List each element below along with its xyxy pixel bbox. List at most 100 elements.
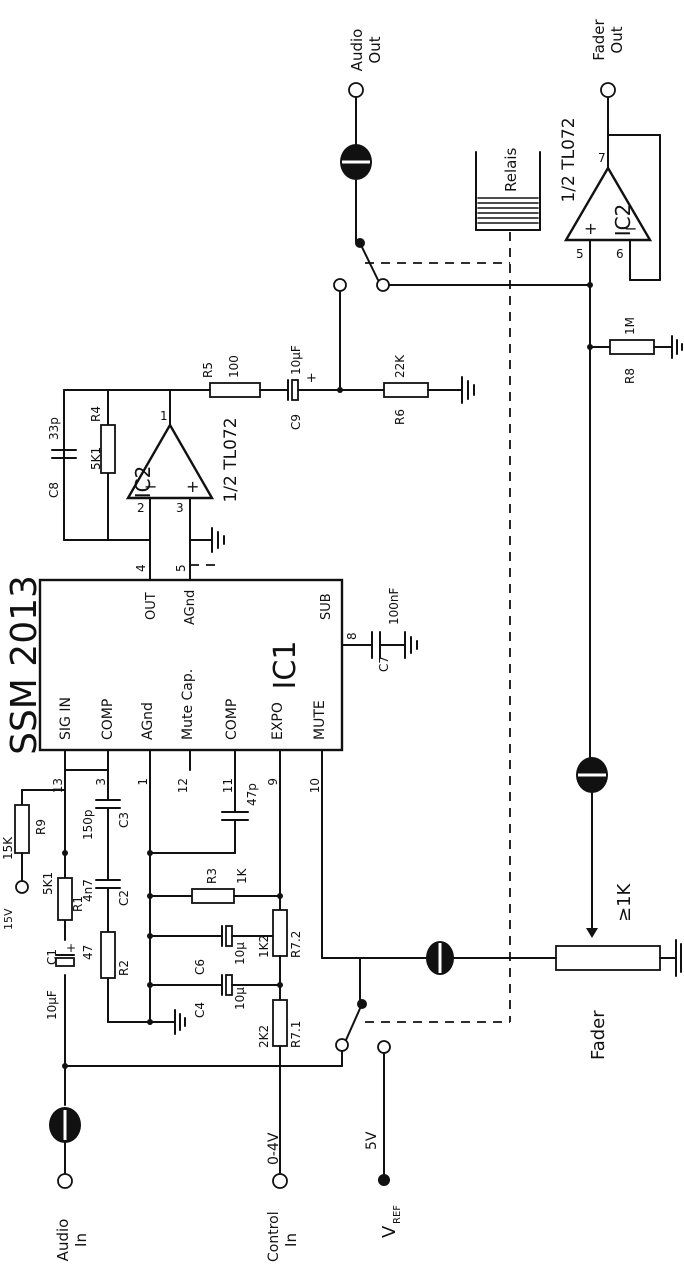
relay-switch-bottom: 5V V REF [67, 999, 403, 1238]
opamp-audio-pin-out: 1 [160, 409, 168, 423]
switch-contact-fader [376, 278, 390, 292]
c8-value: 33p [47, 417, 61, 440]
pin-label-agnd-right: AGnd [183, 590, 198, 625]
pin-label-out: OUT [144, 592, 159, 620]
r5-resistor [209, 382, 261, 398]
r8-ref: R8 [623, 368, 637, 384]
c4-ref: C4 [193, 1002, 207, 1018]
pin-num-4: 4 [134, 564, 148, 572]
vref-terminal[interactable] [378, 1174, 390, 1186]
c8-ref: C8 [47, 482, 61, 498]
opamp-fader: IC2 1/2 TL072 + − 7 5 6 Fader Out R8 1M [559, 18, 683, 761]
audio-out-label-2: Out [366, 36, 384, 63]
r71-resistor [272, 999, 288, 1047]
supply-15v-label: 15V [2, 908, 15, 930]
pin-label-agnd-left: AGnd [140, 702, 156, 740]
c7-ref: C7 [377, 656, 391, 672]
ic1-part-title: SSM 2013 [4, 575, 45, 755]
fader-potentiometer[interactable] [555, 945, 661, 971]
ic1-ref-label: IC1 [268, 641, 303, 690]
fader-out-terminal[interactable] [600, 82, 616, 98]
c2-ref: C2 [117, 890, 131, 906]
pin-label-sub: SUB [319, 593, 334, 620]
control-in-terminal[interactable] [272, 1173, 288, 1189]
input-network: Audio In + C1 10µF 15V R9 15K R1 5K1 C3 … [1, 769, 361, 1262]
opamp-audio-minus: − [144, 477, 157, 496]
c9-plus: + [306, 371, 317, 386]
pin-num-10: 10 [308, 778, 322, 793]
opamp-audio-pin-minus: 2 [137, 501, 145, 515]
opamp-fader-plus: + [584, 219, 597, 238]
r4-resistor [100, 424, 116, 474]
c3-ref: C3 [117, 812, 131, 828]
opamp-fader-pin-minus: 6 [616, 247, 624, 261]
vref-value: 5V [364, 1131, 380, 1150]
audio-in-label-2: In [72, 1233, 90, 1247]
c7-capacitor: C7 100nF [371, 587, 418, 672]
r9-ref: R9 [34, 819, 48, 835]
c1-value: 10µF [45, 990, 59, 1020]
r3-ref: R3 [205, 868, 219, 884]
audio-in-terminal[interactable] [57, 1173, 73, 1189]
relay-switch-top: Audio Out [340, 29, 591, 292]
audio-out-terminal[interactable] [348, 82, 364, 98]
r3-resistor [191, 888, 235, 904]
fader-value: ≥1K [614, 882, 635, 922]
c4-value: 10µ [233, 987, 247, 1010]
c5-value: 47p [245, 783, 259, 806]
opamp-audio: IC2 1/2 TL072 − + 1 2 3 [125, 389, 241, 566]
r2-value: 47 [81, 945, 95, 960]
opamp-fader-part: 1/2 TL072 [559, 117, 579, 202]
pin-num-12: 12 [176, 778, 190, 793]
fader-ref: Fader [588, 1010, 609, 1060]
c1-ref: C1 [45, 949, 59, 965]
pin-label-sig-in: SIG IN [58, 697, 74, 740]
opamp-audio-pin-plus: 3 [176, 501, 184, 515]
pin-num-8: 8 [345, 632, 359, 640]
supply-15v-terminal [15, 880, 29, 894]
r5-ref: R5 [201, 362, 215, 378]
c9-ref: C9 [289, 414, 303, 430]
relay-coil: Relais [365, 147, 541, 1023]
pin-num-3: 3 [94, 778, 108, 786]
r1-value: 5K1 [41, 872, 55, 895]
opamp-audio-part: 1/2 TL072 [221, 417, 241, 502]
c3-value: 150p [81, 809, 95, 840]
opamp-audio-ref: IC2 [131, 466, 155, 499]
switch-contact-audio [333, 278, 347, 292]
r1-ref: R1 [71, 896, 85, 912]
pin-num-9: 9 [266, 778, 280, 786]
r72-ref: R7.2 [289, 931, 303, 958]
c2-value: 4n7 [81, 879, 95, 902]
pin-label-comp-right: COMP [224, 699, 240, 740]
ic1-body [38, 578, 344, 752]
opamp-fader-triangle [563, 165, 653, 242]
audio-out-label-1: Audio [348, 29, 366, 72]
r4-ref: R4 [89, 406, 103, 422]
c6-ref: C6 [193, 959, 207, 975]
r9-value: 15K [1, 836, 15, 860]
audio-in-label-1: Audio [54, 1219, 72, 1262]
pin-label-expo: EXPO [270, 702, 286, 740]
r3-value: 1K [235, 867, 249, 884]
pin-label-mute-cap: Mute Cap. [180, 669, 196, 740]
r72-value: 1K2 [257, 935, 271, 958]
r72-resistor [272, 909, 288, 957]
opamp-audio-triangle [125, 422, 215, 500]
pin-label-comp-left: COMP [100, 699, 116, 740]
r6-ref: R6 [393, 409, 407, 425]
fader-out-label-2: Out [608, 26, 626, 53]
vref-sub: REF [392, 1205, 403, 1224]
r6-value: 22K [393, 354, 407, 378]
r8-resistor [609, 339, 655, 355]
relay-label: Relais [502, 147, 520, 192]
feedback-network: C8 33p R4 5K1 [47, 389, 171, 541]
c7-value: 100nF [387, 587, 401, 625]
r6-resistor [383, 382, 429, 398]
pin-num-1: 1 [136, 778, 150, 786]
r4-value: 5K1 [89, 447, 103, 470]
pin-num-11: 11 [221, 778, 235, 793]
fader-section: ≥1K Fader [359, 757, 682, 1060]
r2-ref: R2 [117, 960, 131, 976]
